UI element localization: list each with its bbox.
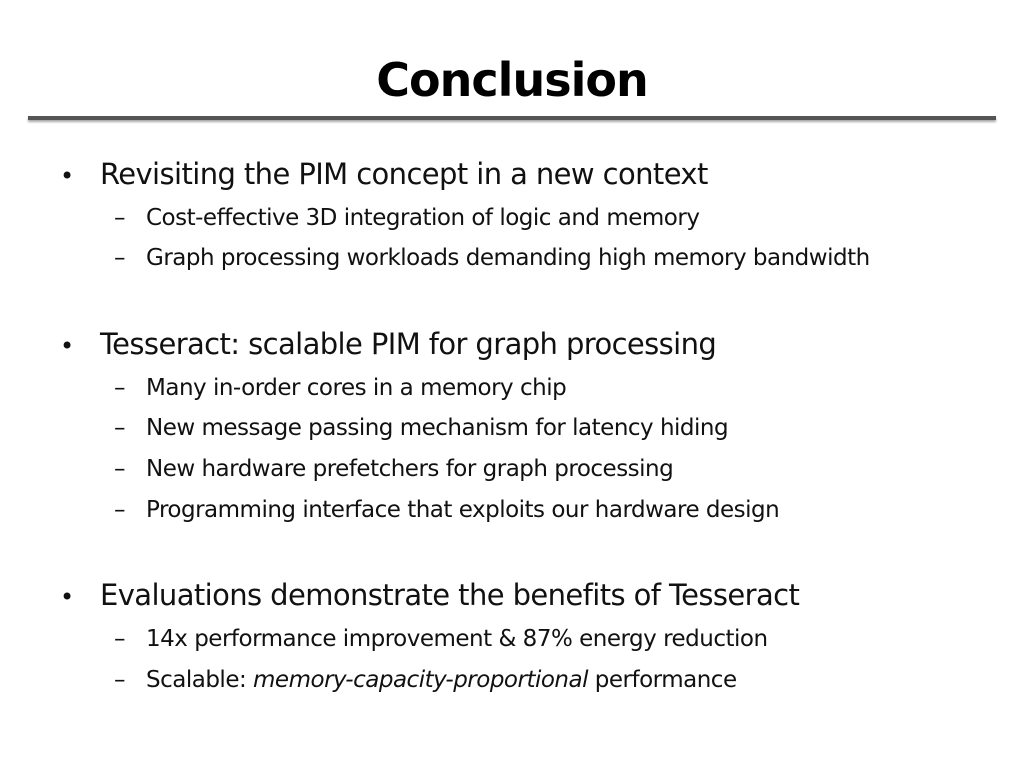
sub-bullet-item: –Cost-effective 3D integration of logic …	[114, 203, 700, 233]
sub-bullet-item: –New hardware prefetchers for graph proc…	[114, 454, 674, 484]
dash-marker: –	[114, 497, 126, 523]
dash-marker: –	[114, 667, 126, 693]
bullet-marker: •	[60, 583, 74, 611]
sub-bullet-item: –14x performance improvement & 87% energ…	[114, 624, 768, 654]
sub-bullet-item: –New message passing mechanism for laten…	[114, 413, 729, 443]
dash-marker: –	[114, 415, 126, 441]
sub-bullet-text: Programming interface that exploits our …	[146, 497, 780, 523]
dash-marker: –	[114, 456, 126, 482]
bullet-text: Revisiting the PIM concept in a new cont…	[100, 157, 708, 191]
sub-bullet-text: Cost-effective 3D integration of logic a…	[146, 205, 700, 231]
sub-bullet-text-emphasis: memory-capacity-proportional	[253, 667, 588, 693]
sub-bullet-text-prefix: Scalable:	[146, 667, 254, 693]
sub-bullet-item: –Programming interface that exploits our…	[114, 495, 780, 525]
bullet-text: Tesseract: scalable PIM for graph proces…	[100, 327, 717, 361]
bullet-marker: •	[60, 332, 74, 360]
dash-marker: –	[114, 375, 126, 401]
title-divider	[28, 116, 996, 120]
dash-marker: –	[114, 245, 126, 271]
dash-marker: –	[114, 626, 126, 652]
sub-bullet-item: –Graph processing workloads demanding hi…	[114, 243, 870, 273]
dash-marker: –	[114, 205, 126, 231]
sub-bullet-item: –Scalable: memory-capacity-proportional …	[114, 665, 737, 695]
sub-bullet-text-suffix: performance	[587, 667, 737, 693]
sub-bullet-text: New hardware prefetchers for graph proce…	[146, 456, 674, 482]
bullet-item: • Tesseract: scalable PIM for graph proce…	[60, 326, 717, 364]
bullet-text: Evaluations demonstrate the benefits of …	[100, 578, 800, 612]
sub-bullet-text: 14x performance improvement & 87% energy…	[146, 626, 768, 652]
sub-bullet-item: –Many in-order cores in a memory chip	[114, 373, 567, 403]
sub-bullet-text: Many in-order cores in a memory chip	[146, 375, 567, 401]
bullet-item: • Revisiting the PIM concept in a new con…	[60, 156, 708, 194]
slide-title: Conclusion	[376, 53, 648, 107]
bullet-item: • Evaluations demonstrate the benefits of…	[60, 577, 800, 615]
sub-bullet-text: New message passing mechanism for latenc…	[146, 415, 729, 441]
bullet-marker: •	[60, 162, 74, 190]
sub-bullet-text: Graph processing workloads demanding hig…	[146, 245, 870, 271]
